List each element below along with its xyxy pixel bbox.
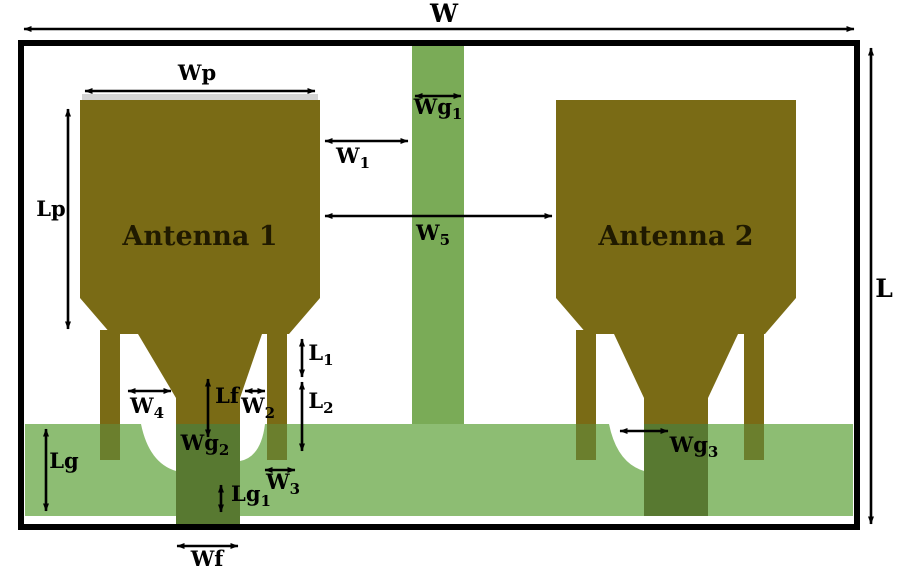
label-wg1: Wg1 — [413, 94, 463, 123]
label-wg2: Wg2 — [180, 430, 230, 459]
label-lf: Lf — [215, 383, 241, 408]
ground-notch-antenna1-right — [240, 424, 265, 461]
antenna1-left-stub-overlap — [100, 424, 120, 460]
label-wf: Wf — [190, 546, 226, 571]
label-w2: W2 — [240, 393, 275, 422]
antenna1-feed-ground-overlap — [176, 424, 240, 524]
antenna2-patch — [556, 100, 796, 334]
antenna2-left-stub-overlap — [576, 424, 596, 460]
antenna1-top-edge-highlight — [82, 94, 318, 100]
label-lp: Lp — [36, 196, 65, 221]
label-l1: L1 — [308, 340, 333, 369]
antenna1-label: Antenna 1 — [121, 221, 277, 252]
antenna2-right-stub-overlap — [744, 424, 764, 460]
label-lg: Lg — [49, 448, 79, 473]
antenna2-taper — [614, 334, 738, 398]
antenna2-feed-ground-overlap — [644, 424, 708, 516]
ground-notch-antenna2-left — [609, 424, 644, 471]
antenna1-taper — [138, 334, 262, 398]
decoupling-strip — [412, 46, 464, 426]
antenna2-label: Antenna 2 — [597, 221, 753, 252]
label-wp: Wp — [177, 60, 216, 85]
label-w5: W5 — [415, 220, 450, 249]
label-l: L — [875, 274, 893, 303]
label-wg3: Wg3 — [669, 432, 719, 461]
label-w1: W1 — [335, 143, 370, 172]
antenna1-patch — [80, 100, 320, 334]
antenna1-right-stub-overlap — [267, 424, 287, 460]
label-w3: W3 — [265, 469, 300, 498]
ground-notch-antenna1-left — [141, 424, 176, 471]
label-w4: W4 — [129, 393, 164, 422]
label-l2: L2 — [308, 388, 333, 417]
label-w: W — [429, 0, 459, 28]
label-lg1: Lg1 — [231, 481, 271, 510]
